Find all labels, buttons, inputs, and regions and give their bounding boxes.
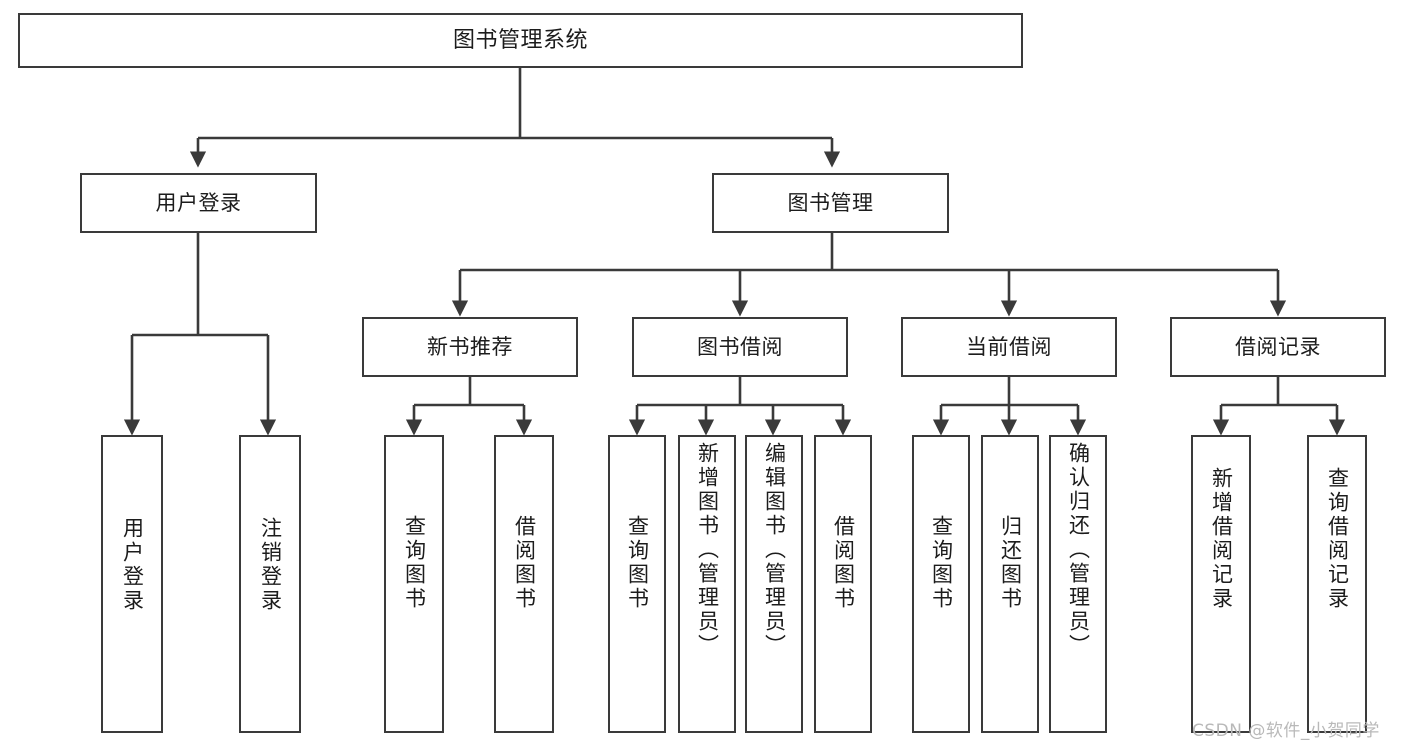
leaf-new-book-query[interactable]: 查询图书 [384, 435, 444, 733]
node-label: 借阅记录 [1235, 334, 1321, 359]
node-label: 图书管理系统 [452, 27, 588, 53]
leaf-current-borrow-return[interactable]: 归还图书 [981, 435, 1039, 733]
node-label: 当前借阅 [966, 334, 1052, 359]
node-label: 查询图书 [929, 515, 954, 611]
leaf-current-borrow-query[interactable]: 查询图书 [912, 435, 970, 733]
leaf-borrow-record-query[interactable]: 查询借阅记录 [1307, 435, 1367, 733]
node-label: 图书管理 [787, 190, 874, 215]
node-label: 新增图书（管理员） [695, 442, 720, 658]
csdn-watermark: CSDN @软件_小贺同学 [1192, 721, 1380, 741]
node-label: 借阅图书 [831, 515, 856, 611]
node-label: 借阅图书 [512, 515, 537, 611]
node-current-borrow[interactable]: 当前借阅 [901, 317, 1117, 377]
node-label: 归还图书 [998, 515, 1023, 611]
node-label: 查询图书 [402, 515, 427, 611]
node-book-borrow[interactable]: 图书借阅 [632, 317, 848, 377]
node-book-management[interactable]: 图书管理 [712, 173, 949, 233]
node-label: 新书推荐 [427, 334, 513, 359]
node-label: 用户登录 [120, 517, 145, 613]
node-label: 用户登录 [155, 190, 242, 215]
leaf-book-borrow-borrow[interactable]: 借阅图书 [814, 435, 872, 733]
leaf-borrow-record-add[interactable]: 新增借阅记录 [1191, 435, 1251, 733]
node-label: 查询借阅记录 [1325, 467, 1350, 611]
node-label: 图书借阅 [697, 334, 783, 359]
node-borrow-record[interactable]: 借阅记录 [1170, 317, 1386, 377]
leaf-user-login-logout[interactable]: 注销登录 [239, 435, 301, 733]
node-root-system[interactable]: 图书管理系统 [18, 13, 1023, 68]
node-label: 注销登录 [258, 517, 283, 613]
node-label: 查询图书 [625, 515, 650, 611]
leaf-book-borrow-add[interactable]: 新增图书（管理员） [678, 435, 736, 733]
node-new-book-recommend[interactable]: 新书推荐 [362, 317, 578, 377]
leaf-book-borrow-query[interactable]: 查询图书 [608, 435, 666, 733]
leaf-new-book-borrow[interactable]: 借阅图书 [494, 435, 554, 733]
leaf-user-login-login[interactable]: 用户登录 [101, 435, 163, 733]
node-user-login[interactable]: 用户登录 [80, 173, 317, 233]
leaf-book-borrow-edit[interactable]: 编辑图书（管理员） [745, 435, 803, 733]
node-label: 编辑图书（管理员） [762, 442, 787, 658]
node-label: 确认归还（管理员） [1066, 442, 1091, 658]
leaf-current-borrow-confirm[interactable]: 确认归还（管理员） [1049, 435, 1107, 733]
node-label: 新增借阅记录 [1209, 467, 1234, 611]
